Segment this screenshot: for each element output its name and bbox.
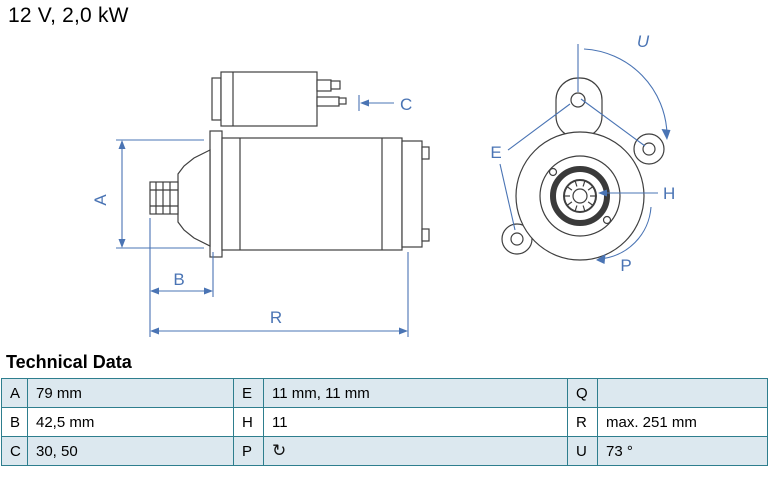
spec-key: R [567,407,598,437]
spec-key: B [1,407,28,437]
side-view-drawing [149,71,430,258]
rotation-direction-clockwise-icon: ↻ [272,441,287,460]
dim-label-r: R [270,308,282,327]
spec-value: 73 ° [597,436,768,466]
front-view-drawing [501,77,665,261]
dim-label-b: B [173,270,184,289]
technical-data-table: A 79 mm E 11 mm, 11 mm Q B 42,5 mm H 11 … [1,378,768,466]
dimension-lines [116,44,671,337]
spec-key: H [233,407,264,437]
spec-key: A [1,378,28,408]
dim-label-h: H [663,184,675,203]
spec-value: 11 [263,407,568,437]
technical-data-section: Technical Data A 79 mm E 11 mm, 11 mm Q … [0,352,768,466]
spec-value: 79 mm [27,378,234,408]
table-row: C 30, 50 P ↻ U 73 ° [1,436,768,466]
starter-motor-technical-drawing: A B R C U E H P [91,32,675,337]
spec-key: E [233,378,264,408]
spec-key: P [233,436,264,466]
spec-value: max. 251 mm [597,407,768,437]
spec-value [597,378,768,408]
spec-value: ↻ [263,436,568,466]
spec-key: C [1,436,28,466]
dim-label-e: E [490,143,501,162]
spec-key: Q [567,378,598,408]
technical-data-heading: Technical Data [6,352,132,372]
spec-value: 11 mm, 11 mm [263,378,568,408]
table-row: A 79 mm E 11 mm, 11 mm Q [1,378,768,408]
dim-label-a: A [91,194,110,206]
dim-label-u: U [637,32,650,51]
spec-value: 42,5 mm [27,407,234,437]
product-title: 12 V, 2,0 kW [8,4,129,27]
spec-key: U [567,436,598,466]
dim-label-c: C [400,95,412,114]
dim-label-p: P [620,256,631,275]
spec-value: 30, 50 [27,436,234,466]
table-row: B 42,5 mm H 11 R max. 251 mm [1,407,768,437]
